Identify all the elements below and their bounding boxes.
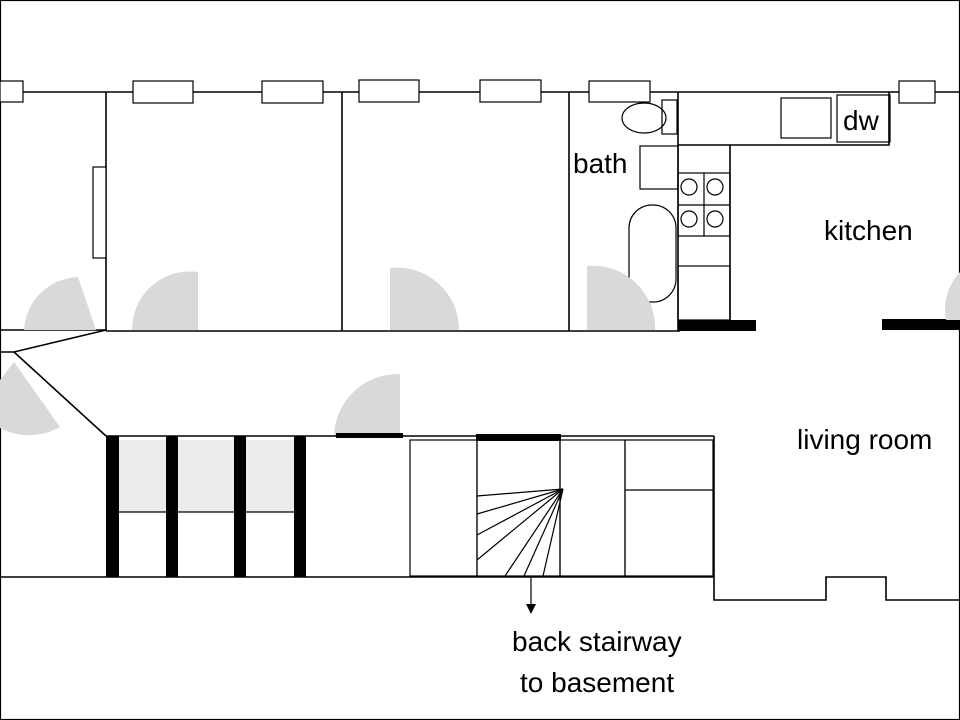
door-swing: [587, 265, 656, 330]
dishwasher: [836, 94, 891, 143]
burner: [706, 210, 724, 228]
burner: [706, 178, 724, 196]
window: [0, 80, 24, 103]
window: [479, 79, 542, 103]
toilet-tank: [661, 99, 678, 135]
closet-post: [106, 436, 119, 577]
thick-wall: [882, 319, 960, 330]
closet-shade: [110, 440, 300, 512]
upper-partitions: [0, 92, 680, 332]
kitchen-fixtures: [677, 92, 960, 331]
windows-top: [0, 79, 936, 104]
bathtub: [628, 204, 677, 303]
door-swing: [945, 272, 960, 320]
window: [588, 80, 651, 103]
door-swing: [24, 277, 96, 330]
thick-wall: [476, 434, 561, 441]
thick-wall: [678, 320, 756, 331]
storage-box: [559, 439, 626, 577]
dishwasher-label: dw: [843, 105, 880, 136]
storage-box: [409, 439, 478, 577]
door-swing: [390, 267, 460, 330]
closets: [106, 436, 306, 577]
door-swing: [131, 271, 198, 330]
stairway-label-line1: back stairway: [512, 626, 682, 657]
window: [261, 80, 324, 104]
stairway: [409, 439, 714, 614]
exterior-wall-bottom: [0, 576, 960, 601]
door-swings-upper: [0, 265, 960, 436]
stair-arrow-head: [526, 604, 536, 614]
corridor-walls: [0, 329, 714, 441]
sink: [639, 145, 679, 190]
burner: [680, 210, 698, 228]
closet-door: [92, 166, 107, 259]
kitchen-sink: [780, 97, 832, 139]
storage-box: [624, 439, 714, 577]
bath-label: bath: [573, 148, 628, 179]
toilet: [621, 102, 667, 134]
window: [358, 79, 420, 103]
living-room-label: living room: [797, 424, 932, 455]
closet-post: [234, 436, 246, 577]
closet-post: [166, 436, 178, 577]
stairway-label-line2: to basement: [520, 667, 674, 698]
thick-wall: [336, 433, 403, 438]
closet-post: [294, 436, 306, 577]
kitchen-label: kitchen: [824, 215, 913, 246]
burner: [680, 178, 698, 196]
door-swing: [334, 373, 400, 436]
counter-cabinet: [677, 265, 731, 321]
door-swing: [0, 362, 60, 436]
window: [898, 80, 936, 104]
stair-treads: [476, 488, 564, 577]
window: [132, 80, 194, 104]
